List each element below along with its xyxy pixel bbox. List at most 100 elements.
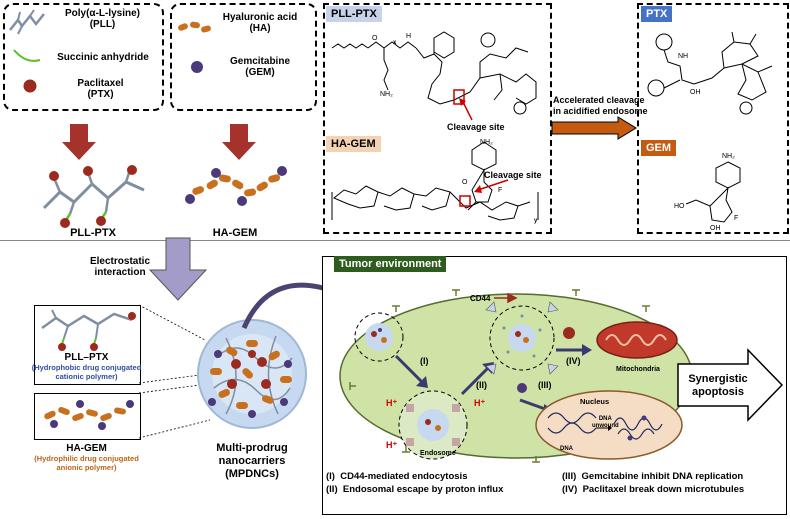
released-gem (517, 383, 527, 393)
svg-text:NH₂: NH₂ (380, 91, 393, 98)
dna-unwound-label: DNA unwound (592, 416, 619, 429)
legend-box-ha (170, 3, 317, 111)
x-subscript: x (393, 40, 397, 46)
note-4: (IV) Paclitaxel break down microtubules (562, 484, 744, 495)
step4-label: (IV) (566, 356, 581, 366)
note-1-text: CD44-mediated endocytosis (340, 471, 468, 482)
nucleus-label: Nucleus (580, 397, 610, 406)
endosome (398, 390, 468, 460)
note-1: (I) CD44-mediated endocytosis (326, 471, 467, 482)
ha-gem-structure: NH₂ F O (331, 139, 539, 221)
svg-text:NH: NH (678, 53, 688, 60)
cd44-marker (494, 292, 518, 304)
step2-label: (II) (476, 380, 487, 390)
pll-label: Poly(α-L-lysine) (PLL) (64, 8, 141, 30)
ha-gem-tag: HA-GEM (326, 136, 381, 152)
y-subscript: y (534, 218, 538, 224)
svg-text:NH₂: NH₂ (480, 139, 493, 146)
step3-label: (III) (538, 380, 552, 390)
note-2-text: Endosomal escape by proton influx (342, 484, 504, 495)
ptx-structure: NH OH (647, 31, 773, 115)
note-3-num: (III) (562, 471, 577, 482)
note-3-text: Gemcitabine inhibit DNA replication (581, 471, 744, 482)
inset-ha-title: HA-GEM (66, 443, 107, 454)
cd44-label: CD44 (470, 294, 491, 303)
pll-ptx-structure: NH₂ O H (331, 31, 537, 115)
pll-ptx-caption: PLL-PTX (70, 227, 116, 239)
inset-ha-desc: (Hydrophilic drug conjugated anionic pol… (34, 454, 139, 472)
inset-ha-box (34, 393, 141, 440)
legend-box-pll (3, 3, 164, 111)
released-ptx (563, 327, 575, 339)
inset-ha-gem (44, 400, 134, 430)
chem-panel (323, 3, 552, 234)
ha-label: Hyaluronic acid (HA) (222, 12, 298, 34)
inset-pll-box (34, 305, 141, 385)
ha-gem-caption: HA-GEM (212, 227, 258, 239)
step1-label: (I) (420, 356, 429, 366)
succinic-icon (13, 49, 41, 62)
ptx-tag: PTX (641, 6, 673, 22)
gem-tag: GEM (641, 140, 677, 156)
ptx-dot-icon (23, 79, 37, 93)
succinic-label: Succinic anhydride (57, 52, 149, 63)
mpdnc-particle (197, 319, 307, 429)
svg-text:HO: HO (674, 203, 685, 210)
cleavage-arrow-2 (474, 179, 509, 193)
product-panel (637, 3, 789, 234)
section-divider (0, 240, 790, 241)
mpdnc-label: Multi-prodrug nanocarriers (MPDNCs) (216, 442, 288, 480)
incoming-nanocarrier (354, 312, 404, 362)
gem-structure: NH₂ HO F OH (674, 153, 741, 232)
mitochondria-label: Mitochondria (616, 366, 660, 373)
cleavage-arrow-1 (459, 98, 473, 121)
ptx-label: Paclitaxel (PTX) (77, 78, 124, 100)
note-2: (II) Endosomal escape by proton influx (326, 484, 503, 495)
gem-dot-icon (191, 61, 203, 73)
h-plus-1: H⁺ (386, 398, 398, 408)
electrostatic-label: Electrostatic interaction (89, 256, 151, 278)
step4-arrow (556, 344, 592, 356)
down-arrow-pll (62, 124, 96, 160)
ha-chain-icon (178, 21, 211, 33)
accelerated-cleavage-label: Accelerated cleavage in acidified endoso… (553, 95, 648, 116)
inset-pll-desc: (Hydrophobic drug conjugated cationic po… (31, 363, 142, 381)
notes-list: (I) CD44-mediated endocytosis (II) Endos… (326, 471, 786, 511)
endosome-label: Endosome (420, 450, 456, 457)
svg-text:H: H (406, 33, 411, 40)
svg-text:F: F (734, 215, 738, 222)
synergy-arrow (677, 348, 784, 422)
dna-label: DNA (560, 446, 573, 452)
h-plus-3: H⁺ (386, 440, 398, 450)
down-arrow-ha (222, 124, 256, 160)
h-plus-2: H⁺ (474, 398, 486, 408)
note-4-text: Paclitaxel break down microtubules (582, 484, 745, 495)
pll-chain-icon (9, 9, 45, 35)
inset-pll-ptx (41, 309, 136, 351)
synergy-label: Synergistic apoptosis (688, 373, 748, 398)
note-4-num: (IV) (562, 484, 578, 495)
step1-arrow (394, 354, 428, 388)
pll-ptx-conjugate (42, 165, 145, 228)
cleavage-label-1: Cleavage site (447, 122, 505, 132)
nucleus (535, 390, 683, 460)
note-1-num: (I) (326, 471, 335, 482)
note-3: (III) Gemcitabine inhibit DNA replicatio… (562, 471, 743, 482)
ha-gem-conjugate (185, 166, 287, 206)
accel-arrow (551, 116, 637, 140)
gem-label: Gemcitabine (GEM) (229, 56, 291, 78)
inset-pll-title: PLL–PTX (64, 352, 109, 363)
tumor-title: Tumor environment (334, 256, 447, 272)
pll-ptx-tag: PLL-PTX (326, 6, 382, 22)
purple-down-arrow (148, 237, 208, 301)
svg-text:OH: OH (710, 225, 721, 232)
svg-text:F: F (498, 187, 502, 194)
note-2-num: (II) (326, 484, 338, 495)
svg-text:O: O (462, 179, 468, 186)
svg-text:NH₂: NH₂ (722, 153, 735, 160)
escaped-nanocarrier (485, 301, 559, 375)
cleavage-label-2: Cleavage site (484, 170, 542, 180)
mitochondria (596, 321, 678, 359)
svg-text:OH: OH (690, 89, 701, 96)
